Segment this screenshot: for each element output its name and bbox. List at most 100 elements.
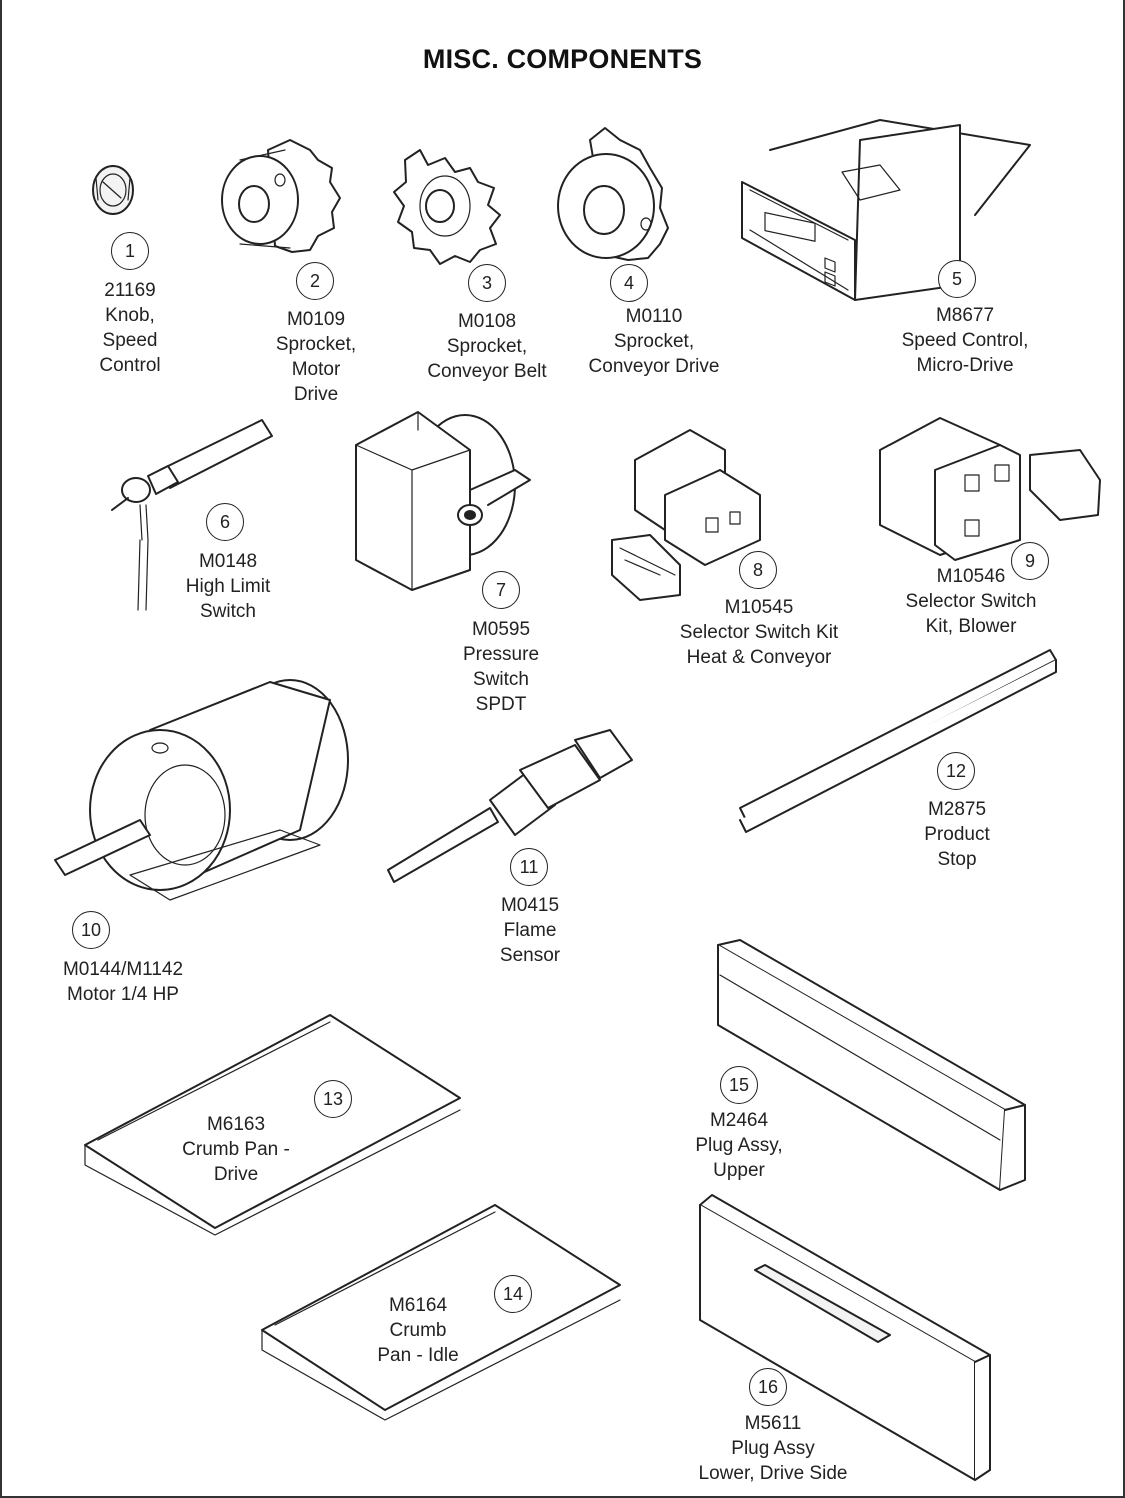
- part-description: Sprocket,: [446, 336, 528, 357]
- callout-12: 12: [937, 752, 975, 790]
- part-description: Crumb Pan -: [182, 1139, 290, 1160]
- sprocket-icon: [557, 127, 669, 261]
- part-label-1: 21169 Knob, Speed Control: [99, 278, 160, 378]
- part-description: Sensor: [499, 945, 561, 966]
- part-number: M0110: [625, 306, 683, 327]
- part-number: M2464: [709, 1110, 769, 1131]
- part-description: Drive: [213, 1164, 259, 1185]
- sprocket-icon: [393, 149, 501, 265]
- part-number: M0108: [457, 311, 517, 332]
- callout-14: 14: [494, 1275, 532, 1313]
- part-description: Plug Assy,: [695, 1135, 783, 1156]
- knob-icon: [92, 165, 134, 215]
- motor-icon: [54, 679, 349, 901]
- part-label-16: M5611 Plug Assy Lower, Drive Side: [699, 1411, 848, 1486]
- callout-15: 15: [720, 1066, 758, 1104]
- plug-assy-icon: [717, 939, 1026, 1191]
- part-label-15: M2464 Plug Assy, Upper: [695, 1108, 782, 1183]
- part-description: Product: [924, 824, 990, 845]
- sprocket-icon: [221, 139, 341, 253]
- part-number: M0148: [198, 551, 258, 572]
- high-limit-switch-icon: [111, 419, 273, 611]
- part-description: Selector Switch Kit: [679, 622, 839, 643]
- part-number: M8677: [935, 305, 995, 326]
- part-description: Switch: [473, 669, 529, 690]
- part-description: Pressure: [462, 644, 540, 665]
- part-description: Pan - Idle: [377, 1345, 459, 1366]
- part-description: Conveyor Drive: [588, 356, 720, 377]
- part-label-11: M0415 Flame Sensor: [500, 893, 560, 968]
- callout-2: 2: [296, 262, 334, 300]
- part-description: Speed: [102, 330, 158, 351]
- part-description: Motor 1/4 HP: [67, 984, 179, 1005]
- product-stop-icon: [739, 649, 1057, 833]
- part-description: Lower, Drive Side: [698, 1463, 848, 1484]
- part-description: Micro-Drive: [916, 355, 1014, 376]
- callout-4: 4: [610, 264, 648, 302]
- part-description: Switch: [200, 601, 256, 622]
- part-label-12: M2875 Product Stop: [924, 797, 989, 872]
- selector-switch-icon: [611, 429, 761, 601]
- selector-switch-icon: [879, 417, 1101, 561]
- part-description: Conveyor Belt: [427, 361, 547, 382]
- part-description: High Limit: [185, 576, 271, 597]
- part-description: Kit, Blower: [925, 616, 1017, 637]
- part-number: M6163: [206, 1114, 266, 1135]
- part-label-14: M6164 Crumb Pan - Idle: [377, 1293, 458, 1368]
- callout-16: 16: [749, 1368, 787, 1406]
- part-label-9: M10546 Selector Switch Kit, Blower: [906, 564, 1037, 639]
- callout-1: 1: [111, 232, 149, 270]
- callout-13: 13: [314, 1080, 352, 1118]
- part-label-6: M0148 High Limit Switch: [186, 549, 270, 624]
- part-label-5: M8677 Speed Control, Micro-Drive: [902, 303, 1029, 378]
- part-description: Speed Control,: [901, 330, 1029, 351]
- plug-assy-icon: [699, 1194, 991, 1481]
- part-number: M0109: [286, 309, 346, 330]
- part-label-3: M0108 Sprocket, Conveyor Belt: [427, 309, 546, 384]
- part-description: Sprocket,: [275, 334, 357, 355]
- callout-5: 5: [938, 260, 976, 298]
- part-description: Selector Switch: [905, 591, 1037, 612]
- callout-8: 8: [739, 551, 777, 589]
- flame-sensor-icon: [387, 729, 633, 883]
- callout-9: 9: [1011, 542, 1049, 580]
- part-label-8: M10545 Selector Switch Kit Heat & Convey…: [680, 595, 838, 670]
- part-number: 21169: [104, 280, 156, 301]
- part-label-10: M0144/M1142 Motor 1/4 HP: [63, 957, 183, 1007]
- speed-control-icon: [741, 119, 1031, 301]
- callout-11: 11: [510, 848, 548, 886]
- part-number: M10546: [936, 566, 1006, 587]
- part-number: M0595: [471, 619, 531, 640]
- part-description: Upper: [713, 1160, 765, 1181]
- part-number: M2875: [927, 799, 987, 820]
- part-description: Plug Assy: [731, 1438, 815, 1459]
- part-number: M0144/M1142: [62, 959, 184, 980]
- part-number: M10545: [724, 597, 794, 618]
- part-description: Crumb: [389, 1320, 447, 1341]
- crumb-pan-icon: [261, 1204, 621, 1421]
- part-description: Heat & Conveyor: [686, 647, 832, 668]
- part-description: Knob,: [105, 305, 155, 326]
- part-label-13: M6163 Crumb Pan - Drive: [182, 1112, 290, 1187]
- part-number: M5611: [744, 1413, 802, 1434]
- part-number: M0415: [500, 895, 560, 916]
- part-description: Motor: [291, 359, 341, 380]
- callout-6: 6: [206, 503, 244, 541]
- page-title: MISC. COMPONENTS: [422, 44, 703, 74]
- part-description: Stop: [937, 849, 977, 870]
- part-number: M6164: [388, 1295, 448, 1316]
- callout-7: 7: [482, 571, 520, 609]
- callout-3: 3: [468, 264, 506, 302]
- crumb-pan-icon: [84, 1014, 461, 1236]
- callout-10: 10: [72, 911, 110, 949]
- part-description: Control: [99, 355, 161, 376]
- part-label-2: M0109 Sprocket, Motor Drive: [276, 307, 356, 407]
- pressure-switch-icon: [355, 411, 531, 591]
- part-description: Sprocket,: [613, 331, 695, 352]
- part-description: SPDT: [475, 694, 527, 715]
- part-description: Flame: [503, 920, 557, 941]
- part-label-7: M0595 Pressure Switch SPDT: [463, 617, 539, 717]
- part-description: Drive: [293, 384, 339, 405]
